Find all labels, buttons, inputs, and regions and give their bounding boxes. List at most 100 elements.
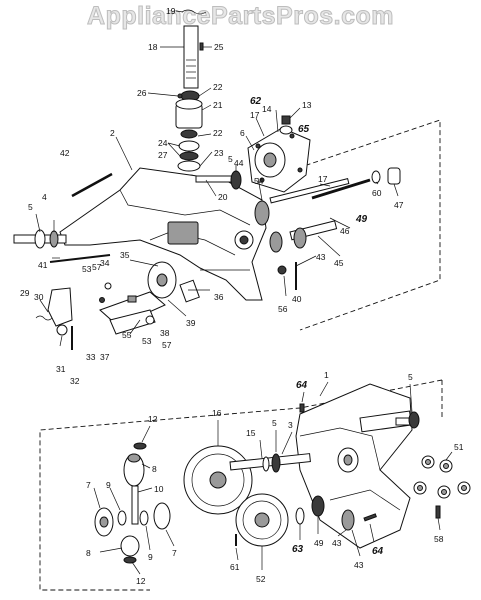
bevel-gear-8-bottom [120, 535, 140, 557]
label-8-top: 8 [152, 464, 157, 474]
washer-24 [178, 140, 200, 152]
label-53-bottom: 53 [142, 336, 152, 346]
label-17: 17 [250, 110, 260, 120]
label-49-upper: 49 [355, 214, 368, 225]
lower-assembly: 1 64 5 51 58 15 5 3 16 12 8 10 7 9 9 7 8… [39, 370, 471, 591]
washer-38 [145, 315, 155, 325]
leader-lines-upper [35, 10, 399, 347]
label-23: 23 [214, 148, 224, 158]
pin-34 [127, 295, 137, 303]
shaft-18 [183, 25, 199, 89]
label-5-lower: 5 [272, 418, 277, 428]
label-64-top: 64 [296, 380, 308, 391]
label-2: 2 [110, 128, 115, 138]
label-64-bottom: 64 [372, 546, 384, 557]
label-38: 38 [160, 328, 170, 338]
label-33: 33 [86, 352, 96, 362]
label-44: 44 [234, 158, 244, 168]
label-12-bottom: 12 [136, 576, 146, 586]
washer-65 [279, 125, 293, 135]
label-43-bottom: 43 [354, 560, 364, 570]
label-46: 46 [340, 226, 350, 236]
label-3: 3 [288, 420, 293, 430]
label-55: 55 [122, 330, 132, 340]
label-62: 62 [250, 96, 262, 107]
label-30: 30 [34, 292, 44, 302]
bearing-43-lower [341, 509, 355, 531]
label-35: 35 [120, 250, 130, 260]
washer-60 [371, 170, 381, 184]
label-10: 10 [154, 484, 164, 494]
shaft-15 [229, 453, 311, 471]
label-41: 41 [38, 260, 48, 270]
label-13: 13 [302, 100, 312, 110]
washer-27 [179, 151, 199, 161]
label-17b: 17 [318, 174, 328, 184]
label-22-mid: 22 [213, 128, 223, 138]
label-18: 18 [148, 42, 158, 52]
label-8-bottom: 8 [86, 548, 91, 558]
part-labels-lower: 1 64 5 51 58 15 5 3 16 12 8 10 7 9 9 7 8… [86, 370, 464, 586]
gear-48 [254, 200, 270, 226]
transaxle-housing-2 [59, 167, 267, 301]
pin-64-top [299, 403, 305, 413]
label-9-top: 9 [106, 480, 111, 490]
bolt-13 [281, 115, 291, 125]
label-63: 63 [292, 544, 304, 555]
bolt-42 [71, 172, 113, 198]
label-9-bottom: 9 [148, 552, 153, 562]
spring-29 [35, 315, 53, 321]
label-31: 31 [56, 364, 66, 374]
label-57-top: 57 [92, 262, 102, 272]
label-37: 37 [100, 352, 110, 362]
bracket-36 [179, 279, 200, 303]
shaft-17 [311, 178, 371, 200]
label-49-lower: 49 [314, 538, 324, 548]
label-22-top: 22 [213, 82, 223, 92]
brake-lever-30 [47, 287, 73, 327]
label-40: 40 [292, 294, 302, 304]
label-56: 56 [278, 304, 288, 314]
pin-25 [199, 42, 204, 51]
label-5-left: 5 [28, 202, 33, 212]
label-60: 60 [372, 188, 382, 198]
leader-lines-lower [93, 381, 453, 575]
label-7-left: 7 [86, 480, 91, 490]
bearing-44 [230, 170, 242, 190]
bearing-3 [271, 453, 281, 473]
label-21: 21 [213, 100, 223, 110]
label-43-lower: 43 [332, 538, 342, 548]
label-25: 25 [214, 42, 224, 52]
seal-4 [49, 230, 59, 248]
upper-boundary [297, 119, 441, 331]
bearing-49 [311, 495, 325, 517]
label-39: 39 [186, 318, 196, 328]
label-51: 51 [454, 442, 464, 452]
label-19: 19 [166, 6, 176, 16]
bearing-5 [34, 229, 46, 249]
label-53-top: 53 [82, 264, 92, 274]
label-4: 4 [42, 192, 47, 202]
label-32: 32 [70, 376, 80, 386]
pin-64-bottom [363, 513, 377, 522]
label-27: 27 [158, 150, 168, 160]
label-43-upper: 43 [316, 252, 326, 262]
clip-19 [181, 9, 207, 15]
upper-assembly: 19 18 25 26 22 21 22 24 27 23 2 42 20 5 … [13, 6, 441, 386]
screw-26 [177, 93, 183, 99]
label-57-bottom: 57 [162, 340, 172, 350]
washer-9-left [117, 510, 127, 526]
nuts-51 [413, 455, 471, 499]
label-5-lower-right: 5 [408, 372, 413, 382]
label-14: 14 [262, 104, 272, 114]
bearing-5-right [408, 411, 420, 429]
label-15: 15 [246, 428, 256, 438]
label-58: 58 [434, 534, 444, 544]
bushing-47 [387, 167, 401, 185]
shaft-46 [269, 178, 350, 204]
nut-56 [277, 265, 287, 275]
washer-57 [104, 282, 112, 290]
pin-10 [131, 485, 139, 525]
label-52: 52 [256, 574, 266, 584]
